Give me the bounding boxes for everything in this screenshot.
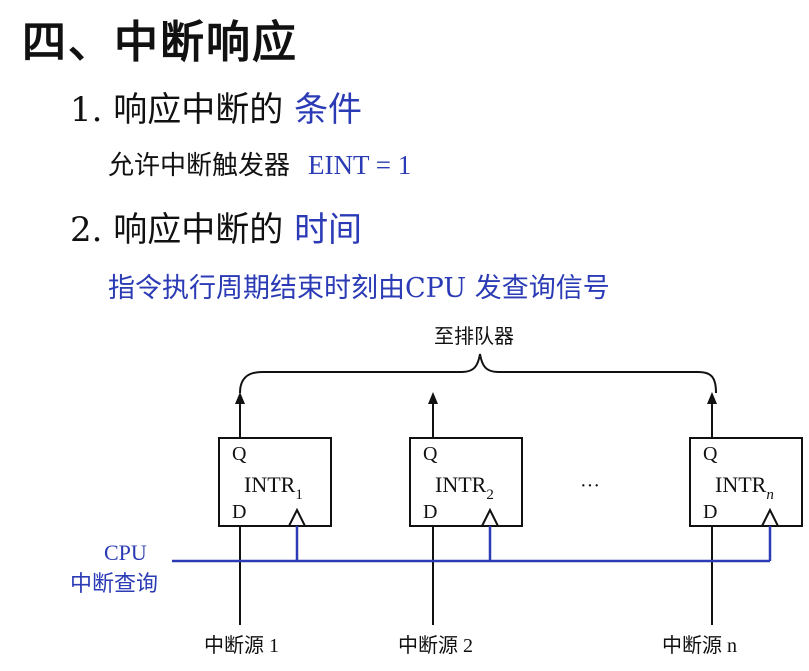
intr2-q-label: Q [423, 443, 438, 465]
cpu-query-bus [172, 526, 772, 563]
source-n-label: 中断源 n [662, 634, 737, 657]
output-arrows [235, 392, 717, 438]
source-1-label: 中断源 1 [204, 634, 279, 657]
cpu-label: CPU [104, 540, 147, 565]
condition-text: 允许中断触发器 [108, 151, 291, 181]
intrn-name: INTRn [715, 472, 774, 503]
condition-line: 允许中断触发器 EINT = 1 [108, 145, 411, 182]
heading-timing: 2. 响应中断的 时间 [70, 202, 362, 251]
top-label: 至排队器 [434, 325, 514, 348]
heading-timing-highlight: 时间 [294, 210, 363, 250]
heading-condition-highlight: 条件 [294, 90, 363, 130]
ellipsis: ··· [580, 475, 600, 497]
intr2-block [409, 437, 523, 527]
intr1-name: INTR1 [244, 472, 303, 503]
intrn-name-sub: n [766, 487, 774, 503]
heading-condition-prefix: 1. 响应中断的 [70, 90, 295, 130]
condition-formula: EINT = 1 [308, 150, 412, 180]
intrn-q-label: Q [703, 443, 718, 465]
timing-text: 指令执行周期结束时刻由CPU 发查询信号 [108, 273, 610, 304]
intrn-name-main: INTR [715, 472, 767, 497]
intr1-name-main: INTR [244, 472, 296, 497]
intrn-d-label: D [703, 501, 717, 523]
intr1-block [218, 437, 332, 527]
intr2-name: INTR2 [435, 472, 494, 503]
intr1-name-sub: 1 [295, 487, 303, 503]
top-brace [239, 353, 717, 394]
page-title: 四、中断响应 [22, 17, 298, 68]
source-2-label: 中断源 2 [398, 634, 473, 657]
heading-condition: 1. 响应中断的 条件 [70, 82, 362, 131]
intr1-q-label: Q [232, 443, 247, 465]
heading-timing-prefix: 2. 响应中断的 [70, 210, 295, 250]
intr2-name-sub: 2 [486, 487, 494, 503]
query-label: 中断查询 [70, 571, 158, 596]
intr2-d-label: D [423, 501, 437, 523]
intr1-d-label: D [232, 501, 246, 523]
source-lines [239, 526, 713, 625]
intr2-name-main: INTR [435, 472, 487, 497]
intrn-block [689, 437, 803, 527]
